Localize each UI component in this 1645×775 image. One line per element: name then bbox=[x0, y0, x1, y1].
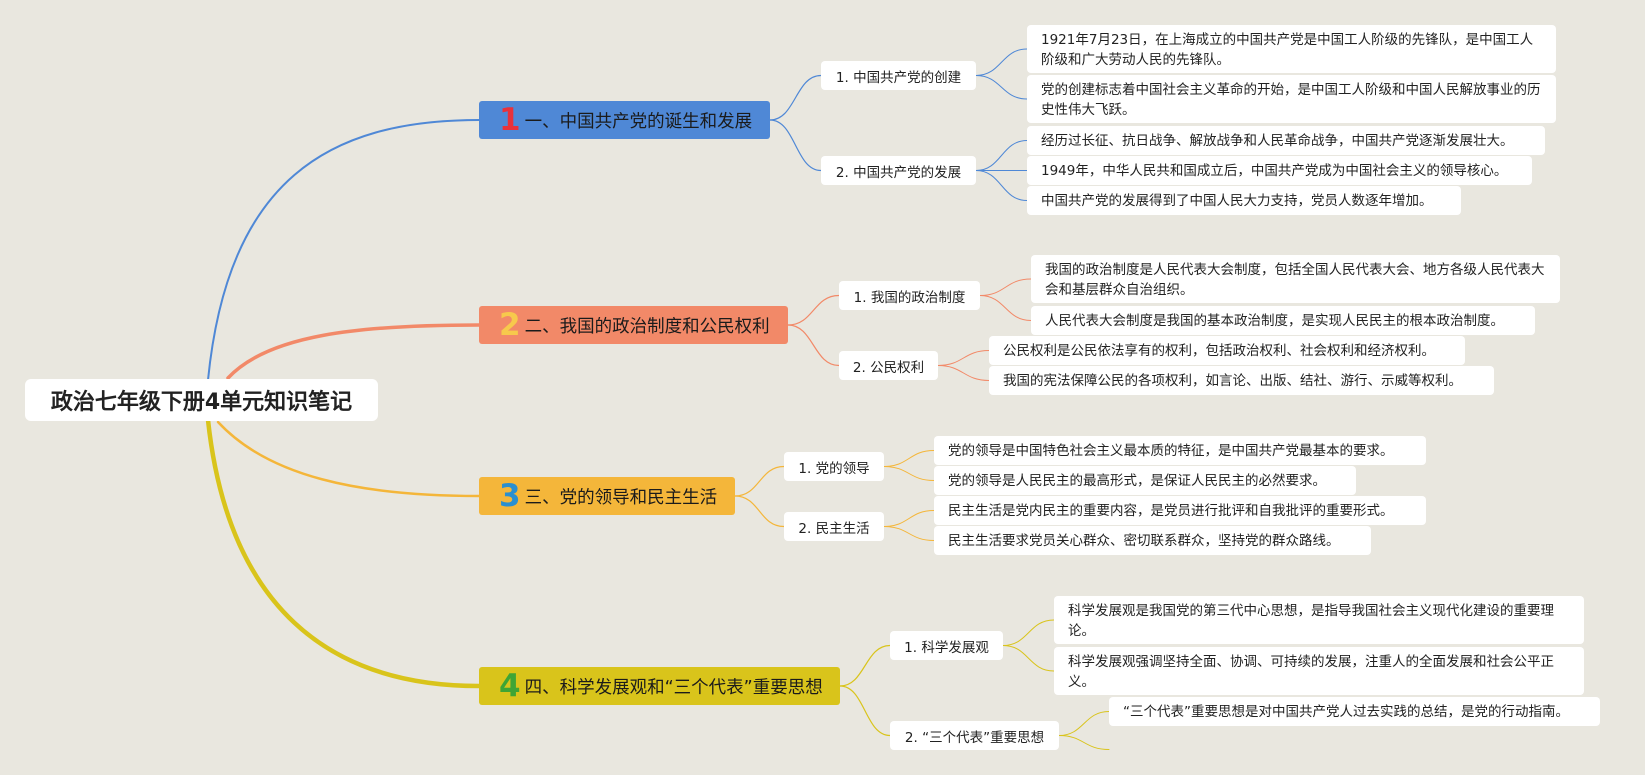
subtopic-1-2[interactable]: 2. 中国共产党的发展 bbox=[821, 156, 976, 185]
note-3-2-2[interactable]: 民主生活要求党员关心群众、密切联系群众，坚持党的群众路线。 bbox=[934, 526, 1371, 555]
number-1-icon: 1 bbox=[499, 101, 521, 138]
topic-label: 二、我国的政治制度和公民权利 bbox=[524, 316, 770, 337]
subtopic-line-1-2 bbox=[769, 119, 822, 172]
note-line-3-1-2 bbox=[883, 466, 935, 481]
note-2-1-2[interactable]: 人民代表大会制度是我国的基本政治制度，是实现人民民主的根本政治制度。 bbox=[1031, 306, 1535, 335]
topic-label: 三、党的领导和民主生活 bbox=[524, 487, 718, 508]
note-1-2-1[interactable]: 经历过长征、抗日战争、解放战争和人民革命战争，中国共产党逐渐发展壮大。 bbox=[1027, 126, 1545, 155]
topic-4[interactable]: 4 四、科学发展观和“三个代表”重要思想 bbox=[479, 667, 840, 705]
topic-2[interactable]: 2 二、我国的政治制度和公民权利 bbox=[479, 306, 788, 344]
note-line-1-2-1 bbox=[975, 140, 1028, 171]
note-4-1-1[interactable]: 科学发展观是我国党的第三代中心思想，是指导我国社会主义现代化建设的重要理论。 bbox=[1054, 596, 1584, 644]
note-3-2-1[interactable]: 民主生活是党内民主的重要内容，是党员进行批评和自我批评的重要形式。 bbox=[934, 496, 1426, 525]
number-4-icon: 4 bbox=[499, 667, 521, 704]
topic-3[interactable]: 3 三、党的领导和民主生活 bbox=[479, 477, 735, 515]
topic-1[interactable]: 1 一、中国共产党的诞生和发展 bbox=[479, 101, 770, 139]
note-2-2-1[interactable]: 公民权利是公民依法享有的权利，包括政治权利、社会权利和经济权利。 bbox=[989, 336, 1465, 365]
note-line-3-2-2 bbox=[883, 526, 935, 541]
branch-line-2 bbox=[226, 323, 481, 380]
trailing-line bbox=[1058, 735, 1110, 750]
note-3-1-1[interactable]: 党的领导是中国特色社会主义最本质的特征，是中国共产党最基本的要求。 bbox=[934, 436, 1426, 465]
topic-label: 四、科学发展观和“三个代表”重要思想 bbox=[524, 677, 823, 698]
note-line-3-2-1 bbox=[883, 510, 935, 527]
note-1-2-3[interactable]: 中国共产党的发展得到了中国人民大力支持，党员人数逐年增加。 bbox=[1027, 186, 1461, 215]
subtopic-line-2-1 bbox=[787, 294, 840, 326]
note-3-1-2[interactable]: 党的领导是人民民主的最高形式，是保证人民民主的必然要求。 bbox=[934, 466, 1356, 495]
subtopic-line-4-2 bbox=[839, 685, 891, 737]
subtopic-line-3-1 bbox=[734, 465, 785, 497]
note-line-4-1-2 bbox=[1002, 645, 1055, 672]
subtopic-line-4-1 bbox=[839, 644, 891, 687]
note-line-2-1-1 bbox=[979, 278, 1032, 296]
subtopic-2-1[interactable]: 1. 我国的政治制度 bbox=[839, 281, 980, 310]
subtopic-4-2[interactable]: 2. “三个代表”重要思想 bbox=[890, 721, 1059, 750]
note-line-3-1-1 bbox=[883, 450, 935, 467]
subtopic-2-2[interactable]: 2. 公民权利 bbox=[839, 351, 938, 380]
note-line-2-2-1 bbox=[937, 350, 990, 366]
note-line-1-1-2 bbox=[975, 75, 1028, 100]
note-4-1-2[interactable]: 科学发展观强调坚持全面、协调、可持续的发展，注重人的全面发展和社会公平正义。 bbox=[1054, 647, 1584, 695]
note-line-1-2-3 bbox=[975, 170, 1028, 201]
note-4-2-1[interactable]: “三个代表”重要思想是对中国共产党人过去实践的总结，是党的行动指南。 bbox=[1109, 697, 1600, 726]
subtopic-1-1[interactable]: 1. 中国共产党的创建 bbox=[821, 61, 976, 90]
note-line-4-2-1 bbox=[1058, 711, 1110, 736]
note-2-1-1[interactable]: 我国的政治制度是人民代表大会制度，包括全国人民代表大会、地方各级人民代表大会和基… bbox=[1031, 255, 1560, 303]
subtopic-line-1-1 bbox=[769, 74, 822, 121]
topic-label: 一、中国共产党的诞生和发展 bbox=[524, 111, 753, 132]
root-title[interactable]: 政治七年级下册4单元知识笔记 bbox=[25, 379, 378, 421]
number-3-icon: 3 bbox=[499, 477, 521, 514]
subtopic-line-2-2 bbox=[787, 324, 840, 367]
subtopic-3-1[interactable]: 1. 党的领导 bbox=[784, 452, 884, 481]
subtopic-4-1[interactable]: 1. 科学发展观 bbox=[890, 631, 1003, 660]
subtopic-3-2[interactable]: 2. 民主生活 bbox=[784, 512, 884, 541]
branch-line-4 bbox=[205, 417, 482, 689]
branch-line-1 bbox=[207, 119, 480, 381]
note-2-2-2[interactable]: 我国的宪法保障公民的各项权利，如言论、出版、结社、游行、示威等权利。 bbox=[989, 366, 1494, 395]
note-1-2-2[interactable]: 1949年，中华人民共和国成立后，中国共产党成为中国社会主义的领导核心。 bbox=[1027, 156, 1532, 185]
note-1-1-1[interactable]: 1921年7月23日，在上海成立的中国共产党是中国工人阶级的先锋队，是中国工人阶… bbox=[1027, 25, 1556, 73]
branch-line-3 bbox=[216, 420, 481, 498]
note-1-1-2[interactable]: 党的创建标志着中国社会主义革命的开始，是中国工人阶级和中国人民解放事业的历史性伟… bbox=[1027, 75, 1556, 123]
note-line-2-2-2 bbox=[937, 365, 990, 381]
subtopic-line-3-2 bbox=[734, 495, 785, 528]
note-line-4-1-1 bbox=[1002, 619, 1055, 646]
note-line-2-1-2 bbox=[979, 295, 1032, 321]
note-line-1-1-1 bbox=[975, 48, 1028, 76]
number-2-icon: 2 bbox=[499, 306, 521, 343]
